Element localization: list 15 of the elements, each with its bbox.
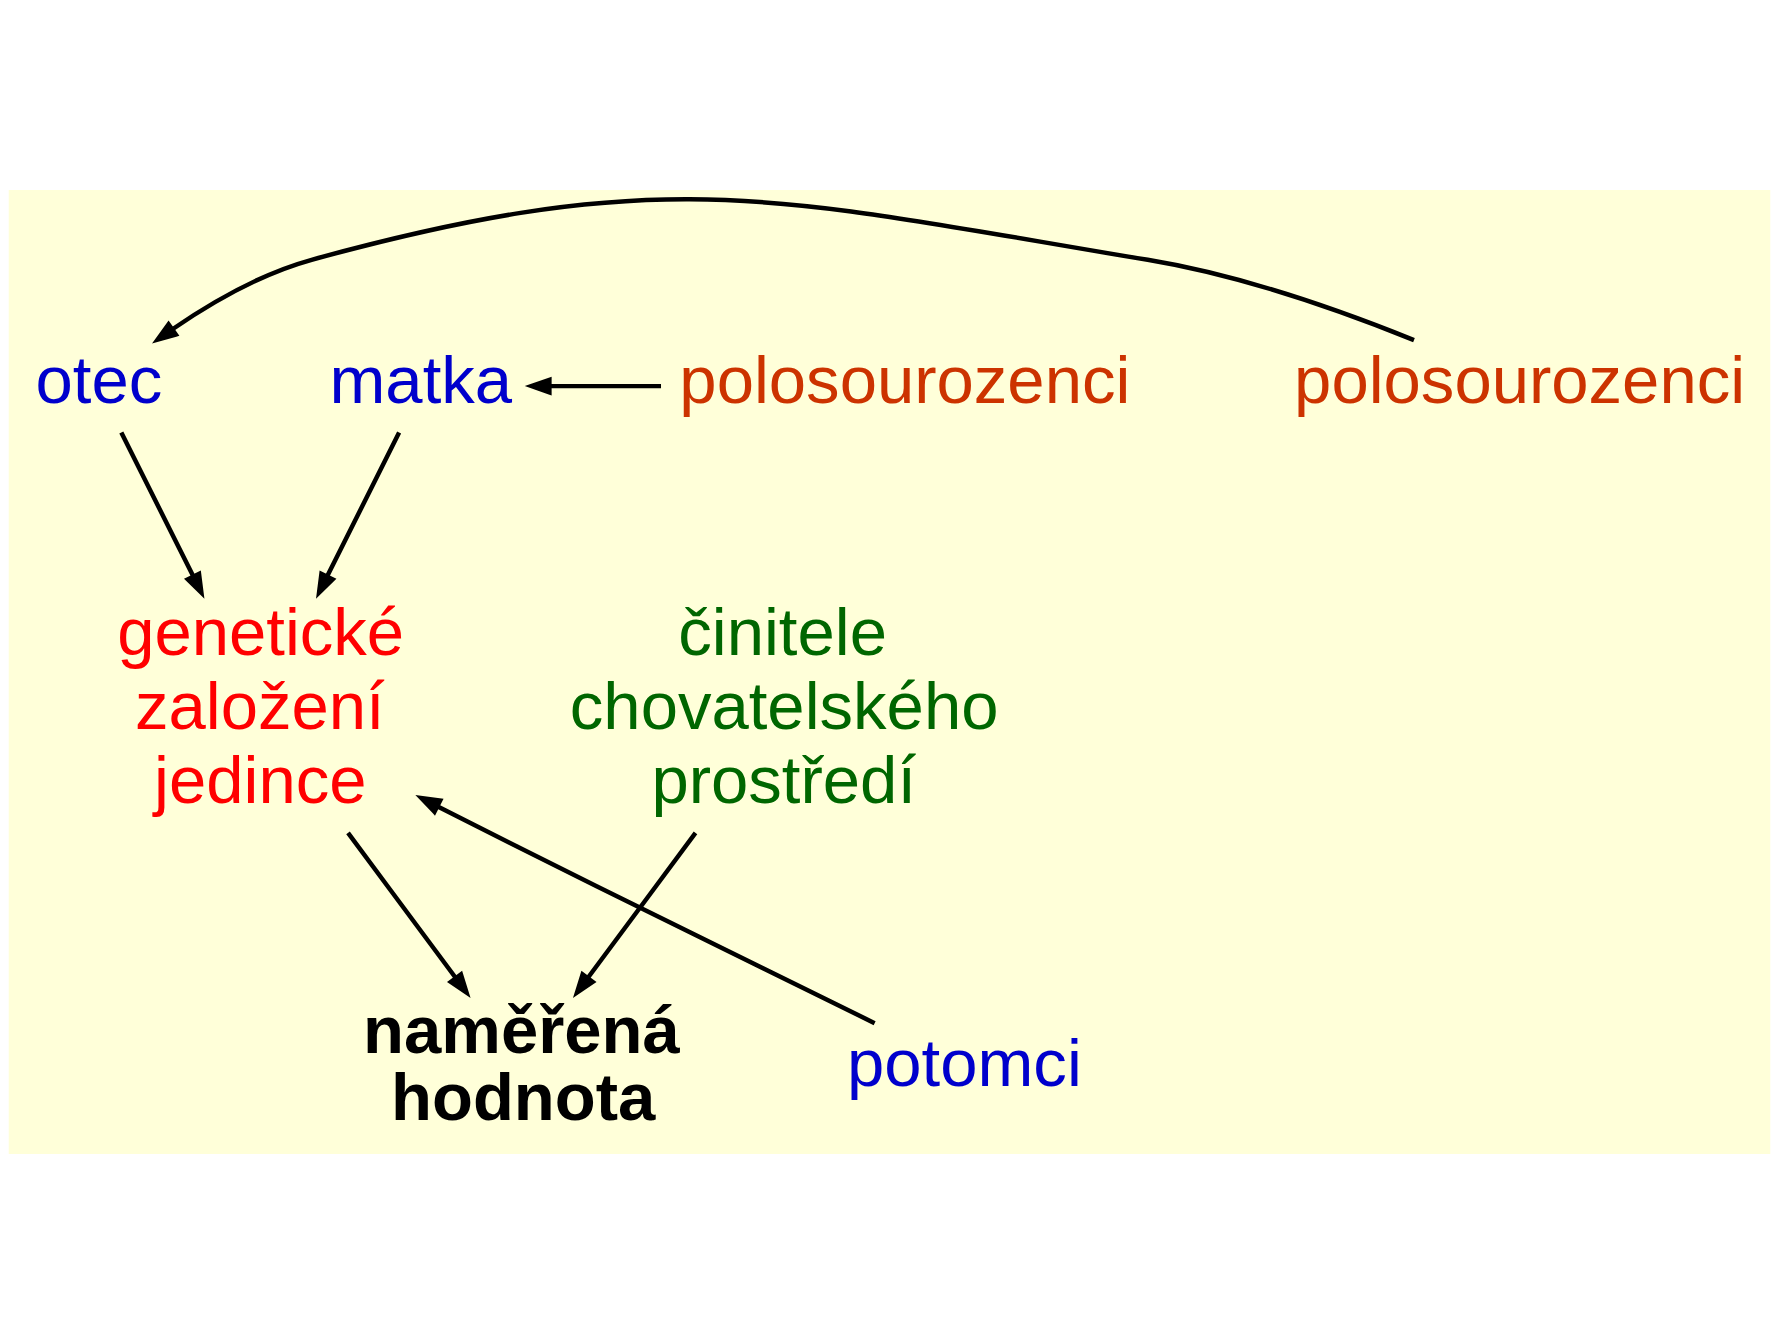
node-text: činitele chovatelského prostředí [569, 594, 999, 818]
arrow [415, 795, 876, 1026]
node-text: naměřená hodnota [363, 992, 680, 1135]
arrow [316, 431, 402, 599]
node-text: matka [329, 341, 513, 417]
arrow [572, 831, 698, 998]
node-text: polosourozenci [679, 341, 1131, 417]
arrow [119, 431, 205, 599]
node-text: potomci [847, 1024, 1082, 1100]
node-text: genetické založení jedince [117, 594, 405, 818]
arrow [524, 376, 661, 396]
arrow [152, 197, 1415, 344]
arrow [346, 831, 471, 998]
node-text: otec [35, 341, 163, 417]
node-text: polosourozenci [1294, 341, 1746, 417]
